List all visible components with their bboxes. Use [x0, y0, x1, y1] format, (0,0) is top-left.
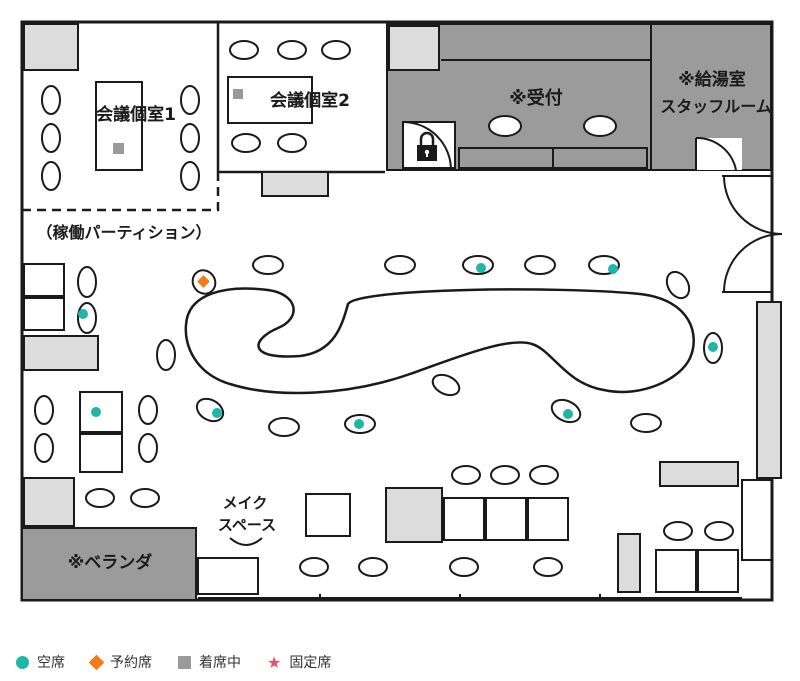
workstation-left	[34, 391, 160, 508]
right-shelf	[659, 461, 739, 487]
bottom-windows	[198, 594, 742, 600]
legend-label: 空席	[37, 655, 65, 671]
makeup-space[interactable]: メイク スペース	[197, 494, 276, 595]
reception[interactable]: ※受付	[386, 23, 652, 171]
occupied-marker	[233, 89, 243, 99]
legend-item-reserved: 予約席	[88, 652, 152, 672]
legend-item-fixed: ★ 固定席	[267, 652, 331, 672]
available-marker	[91, 407, 101, 417]
star-icon: ★	[267, 652, 282, 672]
legend-label: 着席中	[199, 655, 241, 671]
veranda-label: ※ベランダ	[68, 552, 153, 573]
reserved-icon	[88, 654, 105, 670]
reception-block	[388, 25, 440, 71]
kitchen-staff-room[interactable]: ※給湯室 スタッフルーム	[650, 23, 772, 171]
meeting-table-2	[227, 76, 313, 124]
available-icon	[16, 655, 29, 669]
legend-label: 固定席	[289, 655, 332, 671]
makeup-label-2: スペース	[218, 516, 276, 534]
legend-item-occupied: 着席中	[178, 652, 241, 672]
lock-icon	[417, 131, 437, 161]
workstation-center	[299, 465, 569, 577]
reception-label: ※受付	[509, 87, 563, 109]
available-marker	[78, 309, 88, 319]
floor-plan: 会議個室1 会議個室2	[20, 20, 783, 602]
legend: 空席 予約席 着席中 ★ 固定席	[16, 650, 331, 674]
corner-block	[23, 477, 75, 527]
narrow-cabinet	[617, 533, 641, 593]
occupied-icon	[178, 655, 191, 669]
occupied-marker	[113, 143, 124, 154]
reserved-seat-marker	[197, 275, 210, 288]
left-cabinets	[23, 263, 99, 371]
staff-room-label: スタッフルーム	[660, 97, 772, 116]
makeup-label-1: メイク	[223, 494, 268, 512]
meeting-room-1-label: 会議個室1	[96, 104, 176, 125]
legend-item-available: 空席	[16, 652, 65, 672]
central-s-table	[184, 287, 695, 395]
bench	[261, 171, 329, 197]
veranda[interactable]: ※ベランダ	[21, 527, 197, 601]
partition-label: （稼働パーティション）	[36, 223, 211, 242]
meeting-table-1	[95, 81, 143, 171]
right-cabinet	[756, 301, 782, 479]
kitchen-label: ※給湯室	[678, 69, 746, 90]
reception-chairs	[488, 115, 617, 137]
meeting-room-2-label: 会議個室2	[270, 90, 350, 111]
chairs-left	[41, 85, 200, 191]
right-wall-notch	[741, 479, 772, 561]
entrance-door[interactable]	[722, 175, 783, 293]
meeting-room-1[interactable]: 会議個室1	[22, 22, 220, 212]
legend-label: 予約席	[110, 655, 152, 671]
corner-block	[23, 23, 79, 71]
meeting-room-2[interactable]: 会議個室2	[218, 40, 385, 197]
chairs-room-2	[229, 40, 351, 153]
workstation-right	[655, 521, 739, 593]
